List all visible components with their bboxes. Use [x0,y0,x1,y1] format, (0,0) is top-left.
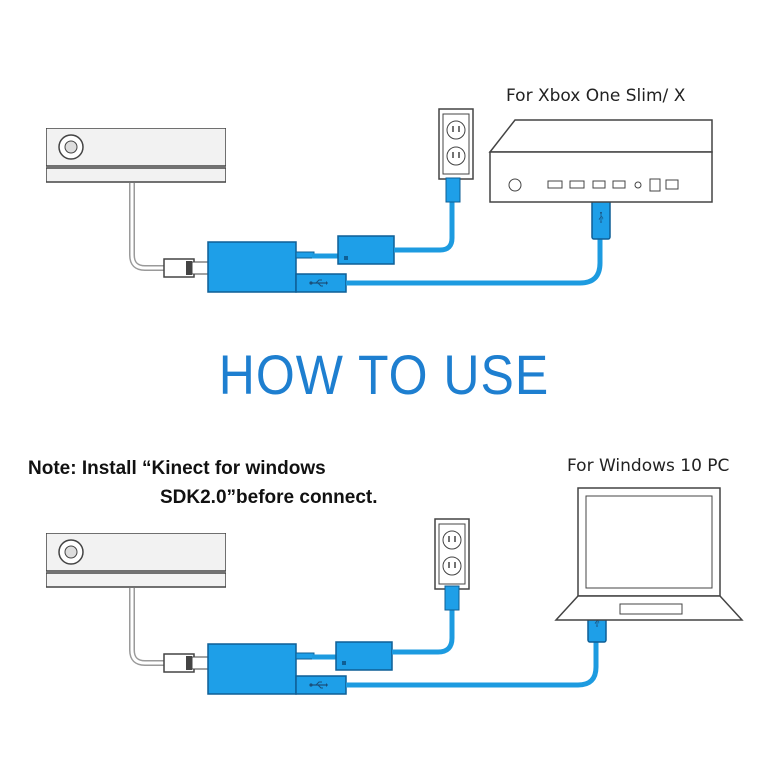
kinect-cable [129,183,168,271]
xbox-console-icon [488,119,713,203]
wall-outlet-icon [434,518,470,590]
power-plug [444,585,460,611]
adapter-box [207,241,297,293]
usb-cable [346,640,599,688]
adapter-box [207,643,297,695]
kinect-cable [129,588,168,666]
power-cable [392,606,455,655]
xbox-setup [46,108,713,293]
power-brick [335,641,393,671]
power-cable [394,200,455,253]
wall-outlet-icon [438,108,474,180]
xbox-setup-label: For Xbox One Slim/ X [506,86,686,106]
kinect-sensor-icon [46,128,226,183]
laptop-icon [554,487,744,621]
kinect-sensor-icon [46,533,226,588]
pc-setup [46,487,744,695]
usb-cable [346,225,603,286]
pc-setup-label: For Windows 10 PC [567,456,730,476]
page-title: HOW TO USE [218,343,550,407]
power-plug [445,177,461,203]
install-note-line-2: SDK2.0”before connect. [160,487,378,508]
install-note-line-1: Note: Install “Kinect for windows [28,458,326,479]
